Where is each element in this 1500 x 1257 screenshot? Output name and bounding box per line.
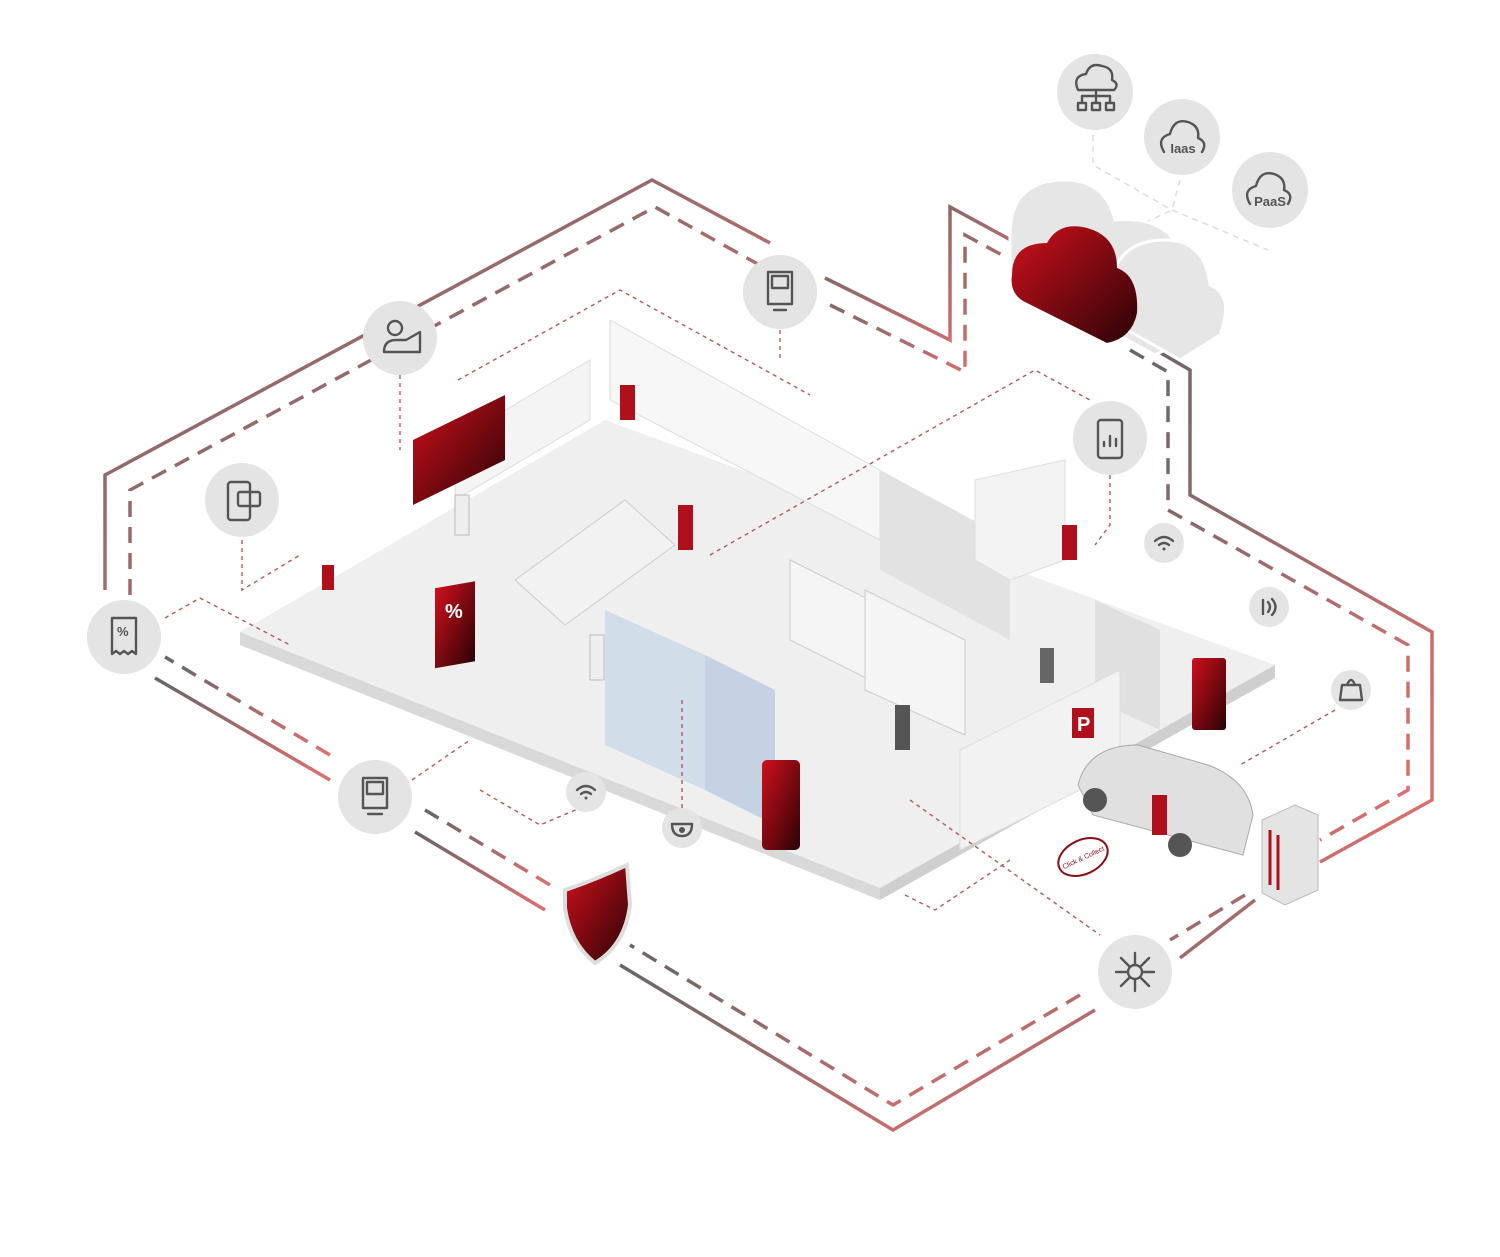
promo-display: % bbox=[435, 581, 475, 669]
paas-cloud-icon: PaaS bbox=[1232, 152, 1308, 228]
customer-service-icon bbox=[363, 301, 437, 375]
pos-terminal-icon bbox=[338, 760, 412, 834]
shopping-bag-icon bbox=[1331, 670, 1371, 710]
receipt-discount-icon: % bbox=[87, 600, 161, 674]
network-frame bbox=[103, 178, 1434, 1133]
click-collect-marker: Click & Collect bbox=[1057, 837, 1109, 877]
wifi-icon bbox=[566, 772, 606, 812]
paas-label: PaaS bbox=[1254, 194, 1286, 209]
cloud-network-icon bbox=[1057, 54, 1133, 130]
mobile-analytics-icon bbox=[1073, 401, 1147, 475]
cloud-icon bbox=[1011, 226, 1138, 343]
parking-sign: P bbox=[1072, 708, 1094, 738]
people bbox=[322, 385, 1167, 835]
kiosk-terminal-icon bbox=[743, 255, 817, 329]
svg-text:%: % bbox=[117, 624, 129, 639]
promo-sign-text: % bbox=[445, 601, 463, 623]
iaas-cloud-icon: Iaas bbox=[1144, 99, 1220, 175]
store-floor bbox=[240, 319, 1275, 900]
wifi-icon bbox=[1144, 523, 1184, 563]
iaas-label: Iaas bbox=[1170, 141, 1195, 156]
network-hub-icon bbox=[1098, 935, 1172, 1009]
shield-icon bbox=[563, 861, 633, 966]
digital-signage bbox=[762, 760, 800, 850]
digital-signage bbox=[1192, 658, 1226, 730]
cloud-connectors bbox=[1092, 135, 1269, 251]
nfc-icon bbox=[1249, 587, 1289, 627]
device-links bbox=[164, 289, 1336, 936]
mobile-payment-icon bbox=[205, 463, 279, 537]
security-camera-icon bbox=[662, 808, 702, 848]
server-icon bbox=[1261, 804, 1319, 906]
parking-sign-text: P bbox=[1077, 714, 1090, 736]
